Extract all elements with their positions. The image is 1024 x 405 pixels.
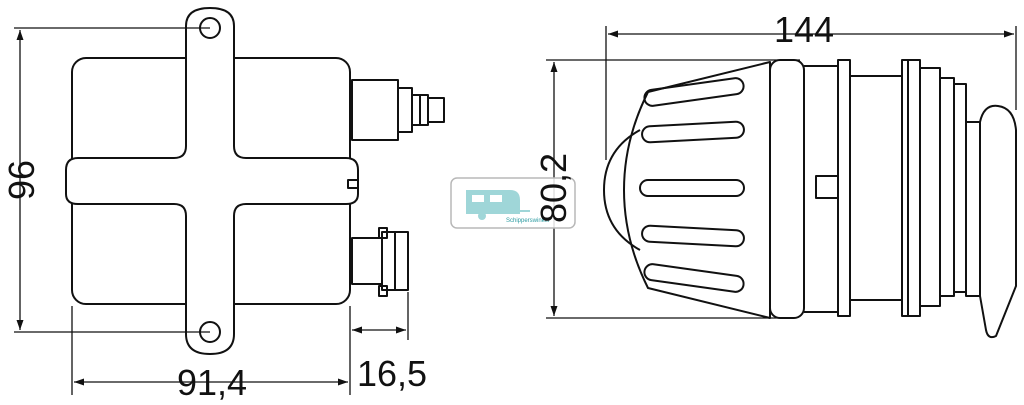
cooling-fins	[639, 77, 745, 293]
side-housing	[804, 65, 839, 313]
finned-cap	[623, 61, 771, 319]
lower-connector	[351, 227, 409, 297]
caravan-icon	[466, 190, 530, 220]
length-side-label: 144	[774, 9, 834, 50]
watermark: Schipperswinkel	[450, 177, 576, 229]
lens-dome	[603, 129, 641, 251]
upper-connector	[351, 79, 445, 141]
width-front-label: 91,4	[177, 362, 247, 403]
mounting-flange	[901, 59, 921, 317]
diameter-side-label: 80,2	[533, 153, 574, 223]
front-ring	[769, 59, 805, 319]
watermark-text: Schipperswinkel	[506, 218, 549, 224]
height-front-label: 96	[1, 160, 42, 200]
connector-depth-label: 16,5	[357, 353, 427, 394]
front-view	[65, 7, 445, 355]
adjust-screw	[815, 175, 839, 199]
mounting-bracket	[65, 7, 359, 355]
side-view	[603, 59, 1017, 339]
side-dimension-lines	[546, 26, 1017, 319]
front-dimension-lines	[14, 27, 409, 395]
rear-cover	[965, 104, 1017, 339]
